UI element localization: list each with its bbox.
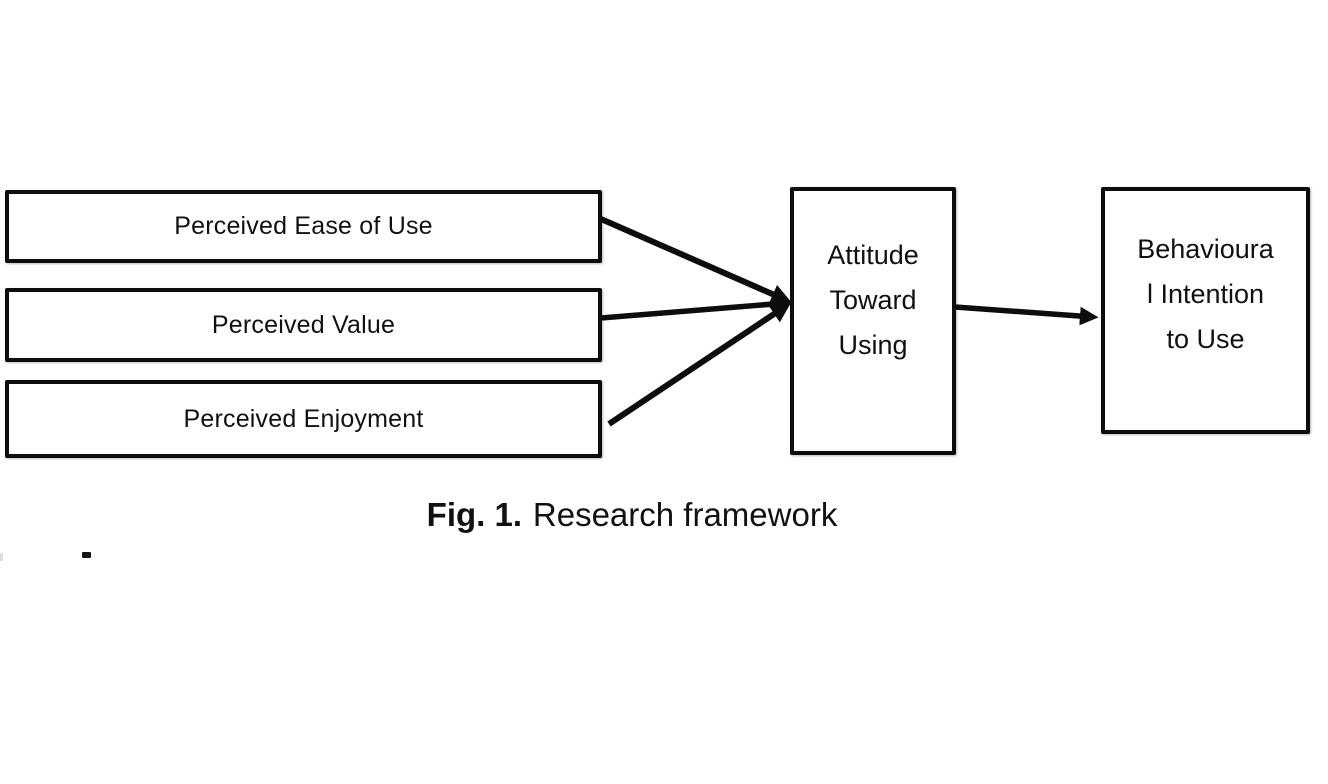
box-label: Perceived Value bbox=[211, 310, 396, 339]
figure-caption-number: Fig. 1. bbox=[426, 496, 523, 533]
box-behavioural-intention-to-use: Behavioura l Intention to Use bbox=[1101, 187, 1310, 434]
box-label: Perceived Enjoyment bbox=[183, 404, 424, 433]
box-label-line: Behavioura bbox=[1137, 234, 1274, 264]
arrow-ease-to-attitude bbox=[599, 216, 792, 304]
arrow-attitude-to-intention bbox=[954, 304, 1099, 326]
box-label-line: to Use bbox=[1166, 324, 1245, 354]
arrow-enjoyment-to-attitude bbox=[607, 302, 792, 427]
figure-caption-title: Research framework bbox=[532, 496, 838, 533]
figure-caption: Fig. 1.Research framework bbox=[0, 496, 1264, 534]
box-label-line: Attitude bbox=[827, 240, 919, 270]
cropped-edge-artifact bbox=[0, 553, 3, 561]
arrow-value-to-attitude bbox=[600, 294, 792, 321]
box-label-line: Toward bbox=[829, 285, 917, 315]
box-label-line: l Intention bbox=[1146, 279, 1265, 309]
box-label-line: Using bbox=[838, 330, 908, 360]
box-perceived-enjoyment: Perceived Enjoyment bbox=[5, 380, 602, 458]
box-attitude-toward-using: Attitude Toward Using bbox=[790, 187, 956, 455]
box-perceived-ease-of-use: Perceived Ease of Use bbox=[5, 190, 602, 263]
box-label: Perceived Ease of Use bbox=[174, 212, 433, 240]
box-perceived-value: Perceived Value bbox=[5, 288, 602, 362]
cropped-text-artifact bbox=[82, 552, 91, 558]
